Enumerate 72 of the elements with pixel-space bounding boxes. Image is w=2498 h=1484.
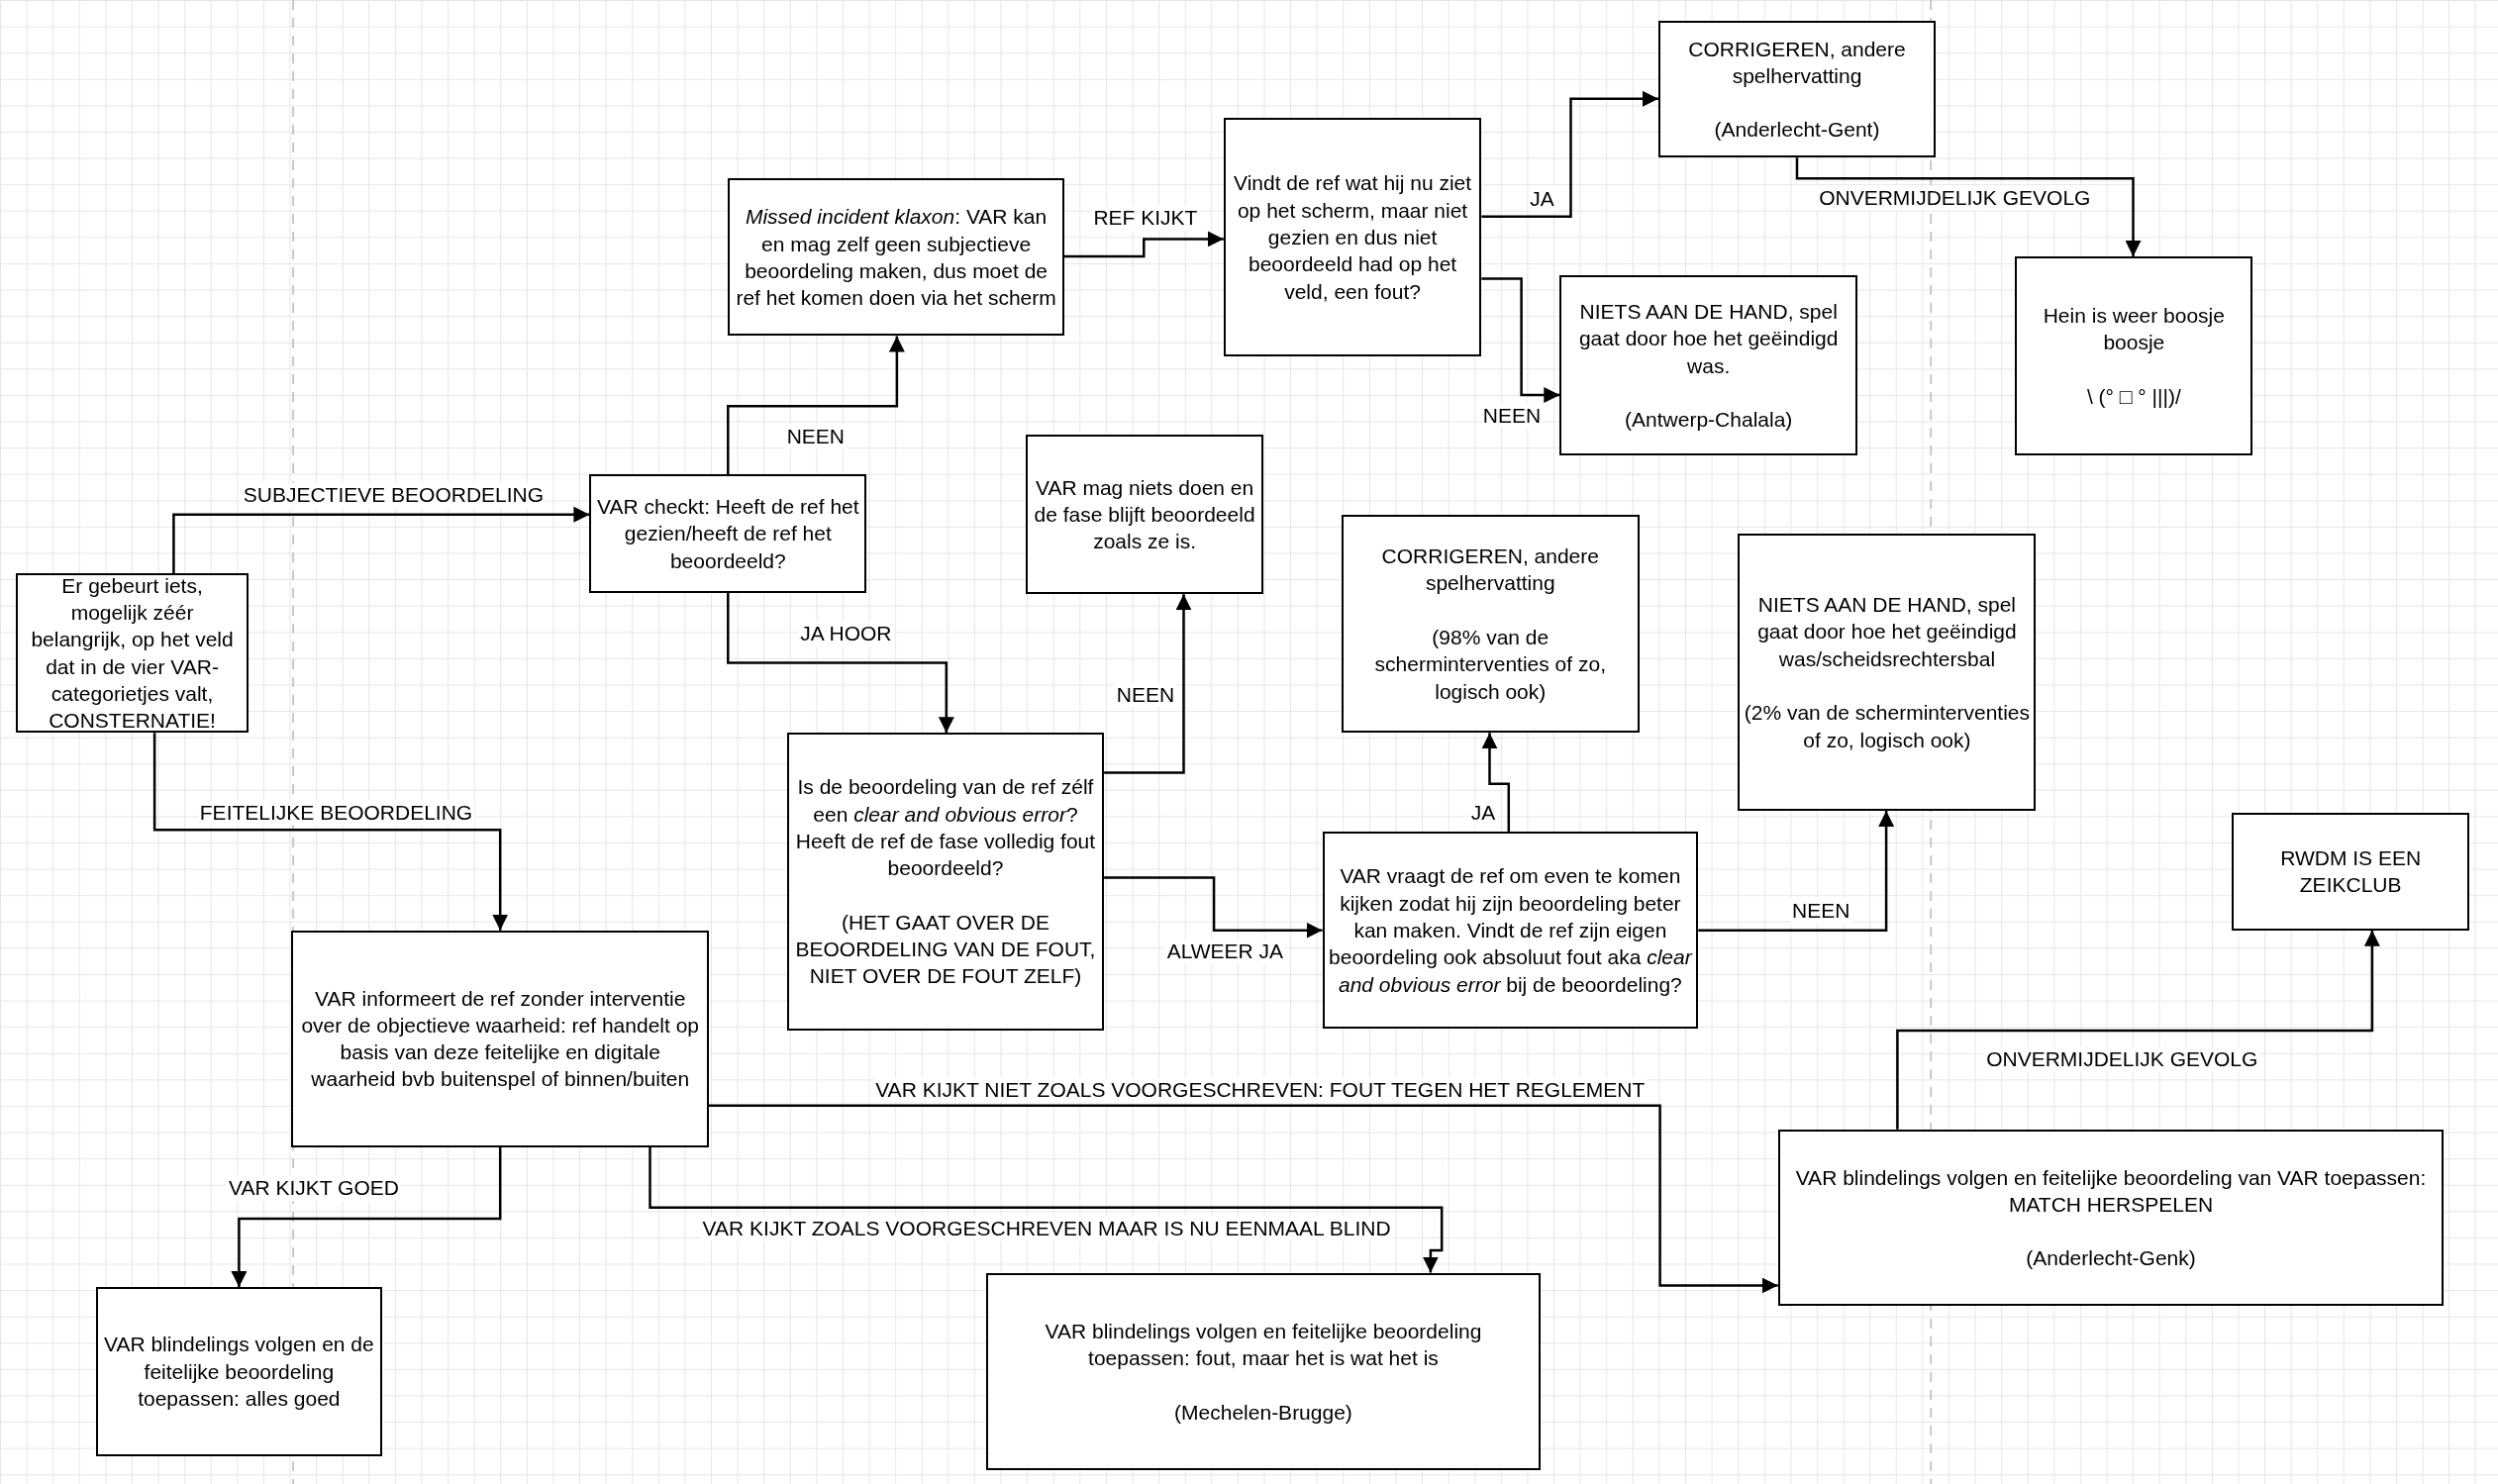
box-text: (98% van de scherminterventies of zo, logisch ook) — [1373, 624, 1607, 705]
box-text: CORRIGEREN, andere spelhervatting — [1380, 544, 1600, 597]
process-box — [1026, 435, 1263, 595]
edge-label: NEEN — [784, 424, 847, 449]
process-box — [2232, 812, 2469, 931]
process-box — [589, 474, 867, 593]
arrow — [649, 1146, 1444, 1273]
box-text: (Antwerp-Chalala) — [1625, 407, 1793, 434]
arrow — [1795, 157, 2142, 257]
edge-label: REF KIJKT — [1091, 205, 1200, 232]
arrow — [1104, 594, 1192, 774]
arrow — [1481, 277, 1560, 403]
edge-label: ALWEER JA — [1164, 939, 1286, 964]
process-box — [1777, 1129, 2445, 1307]
box-text: VAR blindelings volgen en de feitelijke beoordeling toepassen: alles goed — [102, 1332, 375, 1413]
process-box — [1341, 514, 1640, 734]
arrow — [1104, 876, 1323, 939]
box-text: RWDM IS EEN ZEIKCLUB — [2279, 844, 2423, 899]
box-text: Er gebeurt iets, mogelijk zéér belangrijk, op het veld dat in de vier VAR-categorietjes valt, CONSTERNATIE! — [30, 572, 235, 735]
box-text: NIETS AAN DE HAND, spel gaat door hoe het geëindigd was. — [1577, 299, 1840, 379]
edge-label: ONVERMIJDELIJK GEVOLG — [1984, 1046, 2260, 1072]
box-text: VAR checkt: Heeft de ref het gezien/heeft de ref het beoordeeld? — [596, 494, 860, 574]
edge-label: VAR KIJKT NIET ZOALS VOORGESCHREVEN: FOUT TEGEN HET REGLEMENT — [873, 1077, 1648, 1103]
box-text: (Anderlecht-Genk) — [2026, 1245, 2196, 1272]
arrow — [172, 506, 590, 574]
edge-label: VAR KIJKT ZOALS VOORGESCHREVEN MAAR IS NU EENMAAL BLIND — [700, 1216, 1393, 1241]
edge-label: JA HOOR — [798, 621, 894, 646]
box-text: (Mechelen-Brugge) — [1174, 1399, 1352, 1426]
process-box — [786, 733, 1105, 1032]
edge-label: JA — [1528, 186, 1556, 212]
box-text: Hein is weer boosje boosje — [2042, 303, 2226, 356]
process-box — [2015, 256, 2253, 456]
process-box — [291, 930, 709, 1147]
box-text: VAR vraagt de ref om even te komen kijken zodat hij zijn beoordeling beter kan maken. Vindt de ref zijn eigen beoordeling ook absoluut fout aka clear and obvious error bij de beoordeling? — [1328, 863, 1693, 998]
arrow — [1698, 811, 1895, 932]
box-text: (Anderlecht-Gent) — [1714, 117, 1880, 144]
arrow — [231, 1146, 502, 1288]
box-text: NIETS AAN DE HAND, spel gaat door hoe het geëindigd was/scheidsrechtersbal — [1756, 592, 2018, 672]
box-text: Missed incident klaxon: VAR kan en mag zelf geen subjectieve beoordeling maken, dus moet de ref het komen doen via het scherm — [735, 204, 1057, 312]
process-box — [1322, 831, 1699, 1030]
box-text: VAR informeert de ref zonder interventie over de objectieve waarheid: ref handelt op basis van deze feitelijke en digitale waarheid bvb buitenspel of binnen/buiten — [300, 985, 701, 1093]
box-text: Vindt de ref wat hij nu ziet op het scherm, maar niet gezien en dus niet beoordeeld had op het veld, een fout? — [1233, 170, 1473, 305]
process-box — [1738, 534, 2037, 811]
arrow — [1063, 231, 1224, 258]
arrow — [727, 592, 954, 734]
box-text: (HET GAAT OVER DE BEOORDELING VAN DE FOUT, NIET OVER DE FOUT ZELF) — [794, 909, 1097, 990]
arrow — [152, 733, 509, 931]
edge-label: NEEN — [1114, 681, 1177, 708]
box-text: VAR mag niets doen en de fase blijft beoordeeld zoals ze is. — [1033, 474, 1256, 555]
box-text: VAR blindelings volgen en feitelijke beoordeling van VAR toepassen: MATCH HERSPELEN — [1794, 1164, 2428, 1218]
edge-label: SUBJECTIEVE BEOORDELING — [241, 482, 547, 508]
arrow — [727, 336, 905, 475]
edge-label: NEEN — [1789, 898, 1852, 924]
process-box — [986, 1272, 1541, 1471]
process-box — [95, 1287, 383, 1456]
box-text: CORRIGEREN, andere spelhervatting — [1687, 36, 1907, 89]
edge-label: VAR KIJKT GOED — [227, 1175, 401, 1201]
arrow — [1481, 90, 1658, 219]
arrow — [1896, 930, 2380, 1130]
process-box — [1559, 275, 1858, 456]
edge-label: FEITELIJKE BEOORDELING — [197, 800, 475, 826]
process-box — [1223, 118, 1482, 357]
process-box — [728, 178, 1064, 337]
box-text: VAR blindelings volgen en feitelijke beoordeling toepassen: fout, maar het is wat het is — [1044, 1318, 1483, 1372]
box-text: \ (° □ ° |||)/ — [2086, 383, 2181, 410]
arrow — [1481, 733, 1511, 832]
edge-label: JA — [1468, 800, 1498, 826]
box-text: (2% van de scherminterventies of zo, logisch ook) — [1744, 700, 2031, 753]
box-text: Is de beoordeling van de ref zélf een clear and obvious error? Heeft de ref de fase volledig fout beoordeeld? — [794, 774, 1097, 882]
process-box — [1658, 20, 1936, 158]
arrow — [709, 1104, 1778, 1294]
edge-label: NEEN — [1480, 403, 1544, 429]
